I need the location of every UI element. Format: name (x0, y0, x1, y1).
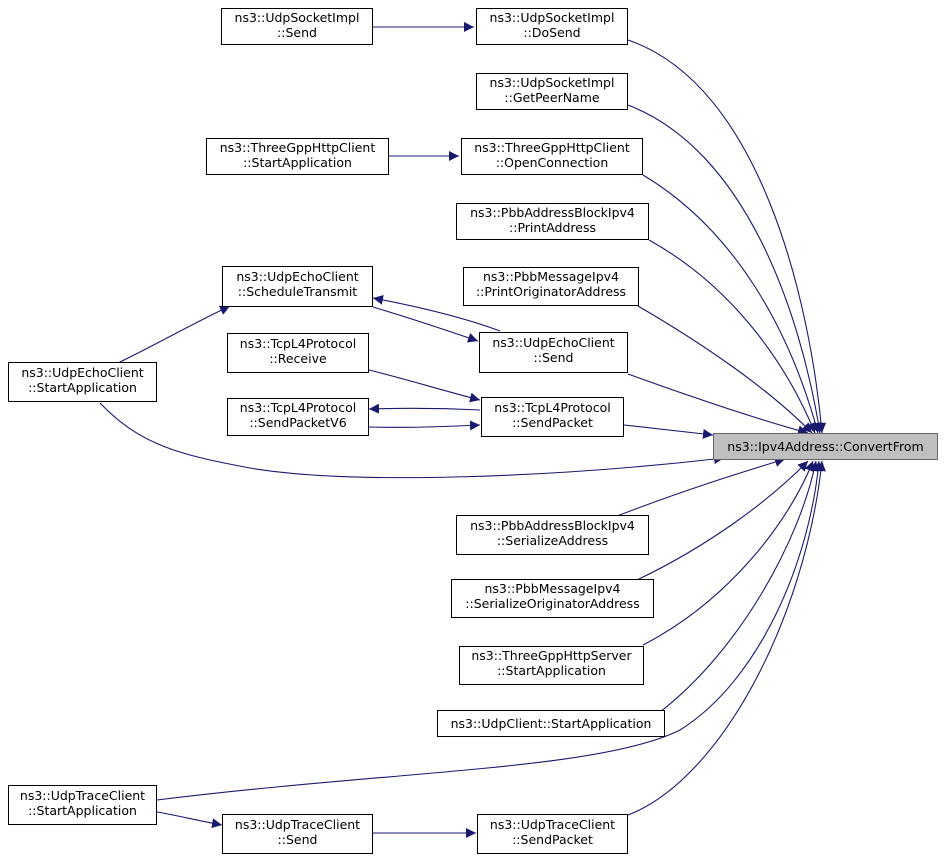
node-label-line1: ns3::ThreeGppHttpServer (471, 648, 632, 663)
node-label-line1: ns3::UdpEchoClient (236, 269, 359, 284)
node-label-line2: ::Receive (269, 351, 327, 366)
node-pbb-message-ipv4-serialize-originator-address[interactable]: ns3::PbbMessageIpv4 ::SerializeOriginato… (451, 579, 654, 618)
node-label-line1: ns3::ThreeGppHttpClient (474, 140, 630, 155)
node-udp-echo-client-start-application[interactable]: ns3::UdpEchoClient ::StartApplication (8, 362, 157, 402)
edge-uec-start-to-uec-sched (117, 305, 231, 364)
edge-uec-send-to-uec-sched (372, 294, 501, 332)
edge-pab-ser-to-target (616, 457, 786, 517)
node-label: ns3::Ipv4Address::ConvertFrom (727, 439, 924, 454)
node-label-line2: ::PrintOriginatorAddress (475, 284, 627, 299)
node-udp-socket-impl-get-peer-name[interactable]: ns3::UdpSocketImpl ::GetPeerName (476, 73, 628, 110)
edge-us-dosend-to-target (627, 39, 827, 434)
node-label-line2: ::GetPeerName (504, 90, 600, 105)
node-label-line1: ns3::UdpTraceClient (234, 817, 361, 832)
node-udp-socket-impl-dosend[interactable]: ns3::UdpSocketImpl ::DoSend (476, 8, 628, 45)
node-label-line2: ::Send (277, 832, 318, 847)
node-tcp-l4-protocol-receive[interactable]: ns3::TcpL4Protocol ::Receive (227, 333, 369, 373)
node-label-line1: ns3::PbbAddressBlockIpv4 (470, 205, 635, 220)
edge-utc-sendpkt-to-target (627, 460, 826, 816)
edge-utc-start-to-target (156, 460, 824, 801)
edge-pbm-print-to-target (637, 305, 813, 434)
node-udp-echo-client-schedule-transmit[interactable]: ns3::UdpEchoClient ::ScheduleTransmit (222, 266, 373, 307)
node-label-line1: ns3::UdpSocketImpl (489, 10, 615, 25)
node-label-line1: ns3::UdpSocketImpl (234, 10, 360, 25)
edge-tcp-recv-to-tcp-send (368, 369, 481, 403)
node-label-line1: ns3::UdpEchoClient (492, 335, 615, 350)
edge-uec-start-to-target (99, 402, 725, 479)
node-label-line2: ::StartApplication (243, 155, 352, 170)
node-udp-trace-client-start-application[interactable]: ns3::UdpTraceClient ::StartApplication (8, 785, 157, 825)
node-label-line2: ::ScheduleTransmit (237, 284, 358, 299)
node-label-line1: ns3::TcpL4Protocol (239, 336, 357, 351)
edge-uc-start-to-target (659, 460, 819, 713)
edge-us-peer-to-target (627, 104, 824, 434)
edge-thc-open-to-target (642, 174, 821, 434)
node-label-line1: ns3::TcpL4Protocol (494, 400, 611, 415)
edge-uec-send-to-target (627, 373, 809, 436)
node-label-line2: ::SendPacket (512, 832, 593, 847)
node-three-gpp-http-client-start-application[interactable]: ns3::ThreeGppHttpClient ::StartApplicati… (206, 138, 389, 175)
edge-pbm-ser-to-target (636, 460, 809, 581)
edge-uec-sched-to-uec-send (372, 306, 479, 343)
node-label-line1: ns3::PbbAddressBlockIpv4 (470, 518, 635, 533)
node-label-line2: ::StartApplication (497, 663, 606, 678)
node-udp-client-start-application[interactable]: ns3::UdpClient::StartApplication (437, 710, 665, 737)
node-pbb-message-ipv4-print-originator-address[interactable]: ns3::PbbMessageIpv4 ::PrintOriginatorAdd… (463, 267, 639, 306)
edge-utc-start-to-utc-send (156, 811, 223, 829)
node-label-line2: ::StartApplication (28, 380, 137, 395)
node-label-line1: ns3::PbbMessageIpv4 (484, 581, 621, 596)
node-label-line2: ::OpenConnection (495, 155, 609, 170)
node-udp-socket-impl-send[interactable]: ns3::UdpSocketImpl ::Send (221, 8, 373, 45)
node-label-line2: ::Send (533, 350, 574, 365)
node-label-line2: ::SerializeOriginatorAddress (465, 596, 640, 611)
node-three-gpp-http-server-start-application[interactable]: ns3::ThreeGppHttpServer ::StartApplicati… (459, 646, 644, 685)
node-label-line1: ns3::ThreeGppHttpClient (219, 140, 376, 155)
node-three-gpp-http-client-open-connection[interactable]: ns3::ThreeGppHttpClient ::OpenConnection (461, 138, 643, 175)
node-udp-trace-client-send[interactable]: ns3::UdpTraceClient ::Send (222, 814, 373, 854)
edge-ths-start-to-target (642, 460, 815, 646)
edge-tcp-send-to-target (623, 424, 714, 439)
node-label-line1: ns3::UdpTraceClient (19, 788, 146, 803)
edge-pab-print-to-target (648, 239, 816, 434)
node-label-line2: ::StartApplication (28, 803, 137, 818)
node-label-line1: ns3::UdpTraceClient (489, 817, 616, 832)
node-label-line2: ::SendPacketV6 (249, 415, 347, 430)
node-label-line1: ns3::PbbMessageIpv4 (483, 269, 619, 284)
node-label-line1: ns3::UdpSocketImpl (489, 75, 615, 90)
node-label-line2: ::DoSend (523, 25, 581, 40)
node-label-line2: ::SerializeAddress (496, 533, 609, 548)
node-udp-trace-client-send-packet[interactable]: ns3::UdpTraceClient ::SendPacket (477, 814, 628, 854)
node-label-line1: ns3::TcpL4Protocol (239, 400, 357, 415)
edge-tcp-send-to-tcp-v6 (368, 403, 481, 414)
node-udp-echo-client-send[interactable]: ns3::UdpEchoClient ::Send (479, 332, 628, 373)
node-label-line2: ::Send (277, 25, 317, 40)
node-label-line1: ns3::UdpEchoClient (21, 365, 144, 380)
node-ipv4-address-convert-from[interactable]: ns3::Ipv4Address::ConvertFrom (713, 433, 938, 460)
node-label-line2: ::PrintAddress (509, 220, 596, 235)
node-pbb-address-block-ipv4-print-address[interactable]: ns3::PbbAddressBlockIpv4 ::PrintAddress (456, 203, 649, 240)
node-pbb-address-block-ipv4-serialize-address[interactable]: ns3::PbbAddressBlockIpv4 ::SerializeAddr… (456, 515, 649, 555)
node-tcp-l4-protocol-send-packet[interactable]: ns3::TcpL4Protocol ::SendPacket (481, 397, 624, 437)
node-label: ns3::UdpClient::StartApplication (450, 716, 652, 731)
edge-tcp-v6-to-tcp-send (368, 420, 481, 431)
node-tcp-l4-protocol-send-packet-v6[interactable]: ns3::TcpL4Protocol ::SendPacketV6 (227, 398, 369, 436)
node-label-line2: ::SendPacket (512, 415, 593, 430)
